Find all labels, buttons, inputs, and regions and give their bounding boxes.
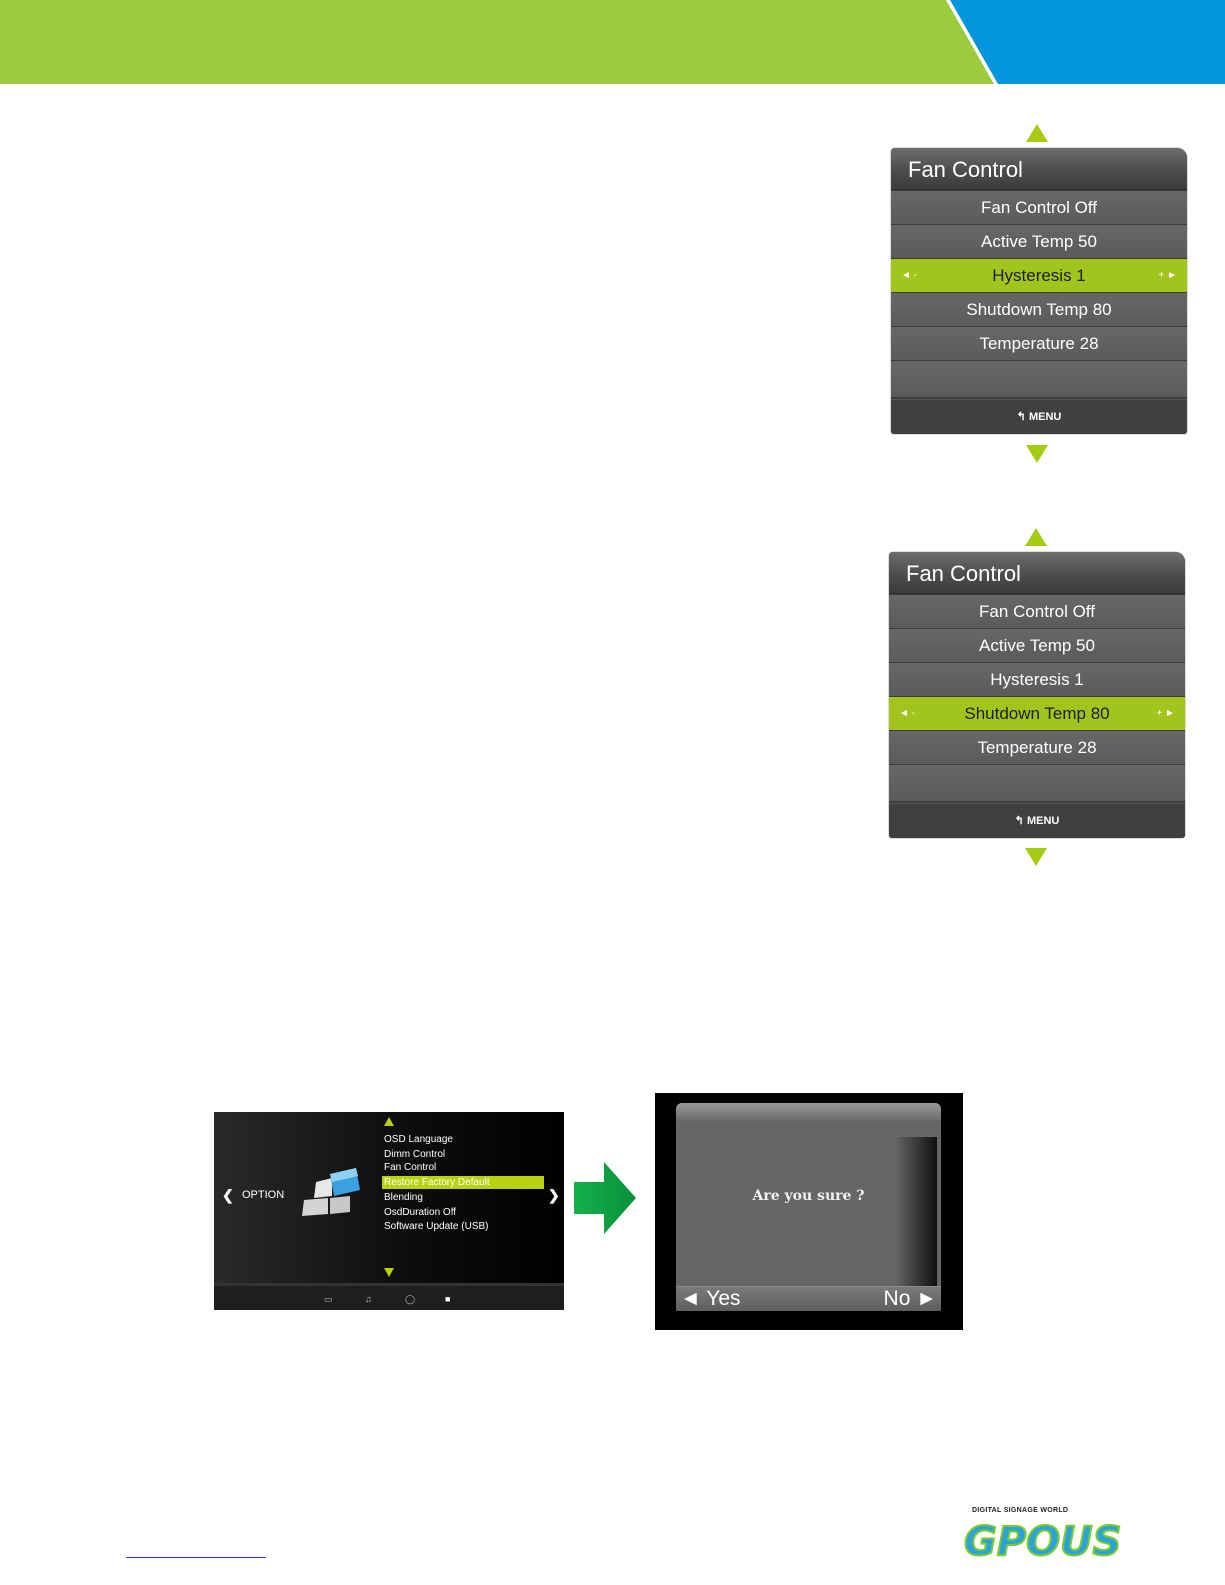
scroll-down-arrow[interactable] <box>1026 445 1048 463</box>
row-label: Hysteresis 1 <box>990 670 1084 689</box>
confirm-message: Are you sure ? <box>752 1188 865 1204</box>
row-label: Shutdown Temp 80 <box>966 300 1112 319</box>
menu-row-active-temp[interactable]: Active Temp 50 <box>889 628 1185 662</box>
panel-title: Fan Control <box>891 148 1187 190</box>
menu-footer[interactable]: ↰ MENU <box>889 803 1185 838</box>
menu-row-temperature[interactable]: Temperature 28 <box>889 730 1185 764</box>
svg-text:GPOUS: GPOUS <box>964 1519 1121 1559</box>
yes-button[interactable]: ◄ Yes <box>680 1287 741 1310</box>
menu-row-active-temp[interactable]: Active Temp 50 <box>891 224 1187 258</box>
row-label: Hysteresis 1 <box>992 266 1086 285</box>
scroll-up-arrow[interactable] <box>1026 124 1048 142</box>
option-item-fan-control[interactable]: Fan Control <box>384 1162 437 1173</box>
fan-control-panel-bottom: Fan Control Fan Control Off Active Temp … <box>889 552 1185 838</box>
decrease-arrow-icon[interactable]: ◄ - <box>899 708 916 719</box>
menu-row-temperature[interactable]: Temperature 28 <box>891 326 1187 360</box>
increase-arrow-icon[interactable]: + ► <box>1158 270 1177 281</box>
clock-icon[interactable]: ◯ <box>405 1294 416 1304</box>
menu-row-empty <box>891 360 1187 397</box>
dialog-title-bar <box>676 1103 941 1121</box>
menu-label: MENU <box>1026 815 1060 827</box>
menu-row-shutdown-temp[interactable]: Shutdown Temp 80 <box>891 292 1187 326</box>
option-item-blending[interactable]: Blending <box>384 1192 423 1203</box>
footer-link-underline[interactable] <box>126 1557 266 1558</box>
menu-footer[interactable]: ↰ MENU <box>891 399 1187 434</box>
menu-row-fan-control[interactable]: Fan Control Off <box>889 594 1185 628</box>
scroll-up-arrow[interactable] <box>1025 528 1047 546</box>
dialog-shade <box>895 1137 937 1287</box>
option-menu-screen: ❮ OPTION OSD Language Dimm Control Fan C… <box>214 1112 564 1310</box>
menu-row-hysteresis[interactable]: Hysteresis 1 <box>889 662 1185 696</box>
row-label: Active Temp 50 <box>981 232 1097 251</box>
fan-control-panel-top: Fan Control Fan Control Off Active Temp … <box>891 148 1187 434</box>
confirm-dialog: Are you sure ? ◄ Yes No ► <box>676 1103 941 1311</box>
scroll-down-arrow[interactable] <box>384 1268 394 1277</box>
return-icon: ↰ <box>1016 411 1026 423</box>
option-label: OPTION <box>242 1189 285 1201</box>
row-label: Shutdown Temp 80 <box>964 704 1110 723</box>
chevron-right-icon[interactable]: ❯ <box>548 1187 560 1203</box>
row-label: Active Temp 50 <box>979 636 1095 655</box>
option-item-osd-duration[interactable]: OsdDuration Off <box>384 1207 457 1218</box>
monitor-icon[interactable]: ▭ <box>324 1294 333 1304</box>
option-item-osd-language[interactable]: OSD Language <box>384 1134 453 1145</box>
panel-title: Fan Control <box>889 552 1185 594</box>
menu-row-hysteresis[interactable]: ◄ - Hysteresis 1 + ► <box>891 258 1187 292</box>
menu-label: MENU <box>1028 411 1062 423</box>
option-item-dimm-control[interactable]: Dimm Control <box>384 1149 446 1160</box>
option-item-restore-factory-default[interactable]: Restore Factory Default <box>382 1176 544 1189</box>
return-icon: ↰ <box>1014 815 1024 827</box>
confirm-dialog-screen: Are you sure ? ◄ Yes No ► <box>655 1093 963 1330</box>
row-label: Fan Control Off <box>981 198 1097 217</box>
no-button[interactable]: No ► <box>883 1287 937 1310</box>
option-item-software-update[interactable]: Software Update (USB) <box>384 1221 489 1232</box>
brand-logo: DIGITAL SIGNAGE WORLD GPOUS <box>962 1507 1204 1559</box>
row-label: Fan Control Off <box>979 602 1095 621</box>
grid-icon[interactable]: ■ <box>445 1294 451 1304</box>
brand-tagline: DIGITAL SIGNAGE WORLD <box>972 1507 1069 1514</box>
menu-row-fan-control[interactable]: Fan Control Off <box>891 190 1187 224</box>
row-label: Temperature 28 <box>977 738 1097 757</box>
option-bottom-bar: ▭ ♫ ◯ ■ <box>214 1283 564 1310</box>
decrease-arrow-icon[interactable]: ◄ - <box>901 270 918 281</box>
row-label: Temperature 28 <box>979 334 1099 353</box>
header-band <box>0 0 1225 84</box>
scroll-down-arrow[interactable] <box>1025 848 1047 866</box>
dialog-button-bar: ◄ Yes No ► <box>676 1286 941 1311</box>
music-icon[interactable]: ♫ <box>365 1294 372 1304</box>
increase-arrow-icon[interactable]: + ► <box>1156 708 1175 719</box>
gpous-logo-icon: GPOUS <box>963 1518 1122 1559</box>
menu-row-shutdown-temp[interactable]: ◄ - Shutdown Temp 80 + ► <box>889 696 1185 730</box>
chevron-left-icon[interactable]: ❮ <box>222 1187 234 1203</box>
menu-row-empty <box>889 764 1185 801</box>
scroll-up-arrow[interactable] <box>384 1117 394 1126</box>
option-icon <box>302 1168 360 1216</box>
next-step-arrow <box>574 1162 636 1234</box>
